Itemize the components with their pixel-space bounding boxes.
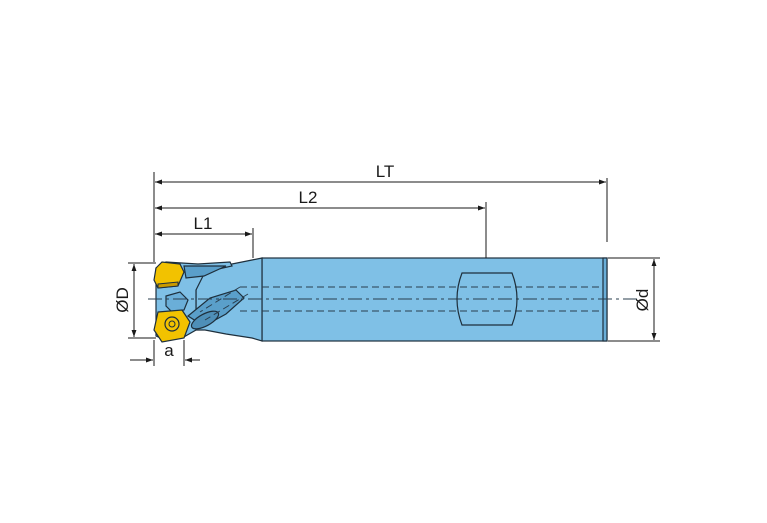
flute-upper	[183, 265, 227, 279]
insert-screw	[164, 316, 180, 332]
internal-features	[148, 272, 640, 326]
insert-screw-socket-icon	[168, 320, 176, 328]
coolant-channel-a	[199, 286, 241, 313]
label-l2: L2	[299, 188, 318, 207]
weldon-flat	[456, 272, 518, 326]
label-dia-D: ØD	[113, 287, 132, 313]
insert-upper	[153, 261, 185, 289]
head-face	[165, 291, 189, 313]
label-a: a	[164, 341, 174, 360]
coolant-channel-b	[204, 293, 249, 321]
label-l1: L1	[194, 214, 213, 233]
label-dia-d: Ød	[633, 289, 652, 312]
insert-upper-edge	[157, 281, 179, 289]
inserts	[153, 261, 191, 343]
label-lt: LT	[376, 162, 395, 181]
dimensions: LT L2 L1 ØD Ød a	[113, 162, 660, 366]
